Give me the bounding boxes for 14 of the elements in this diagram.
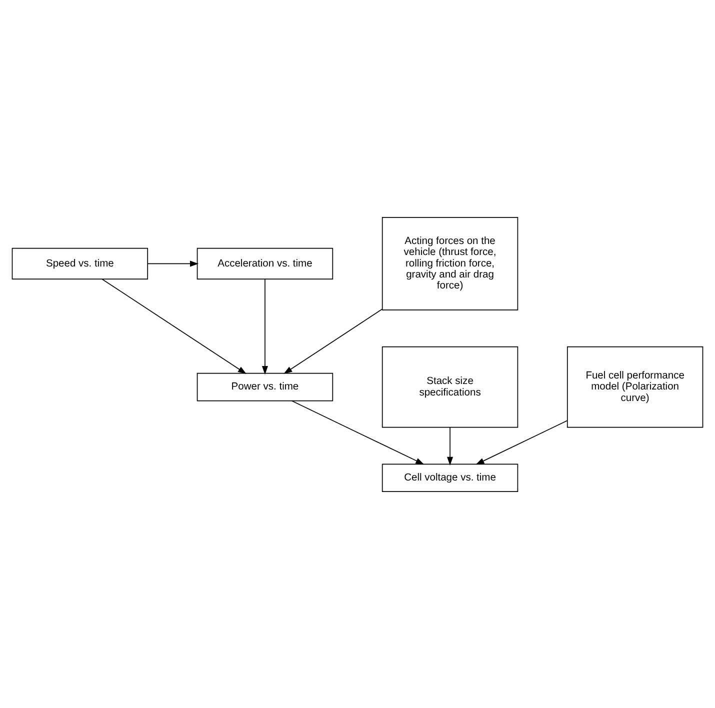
- arrow: [147, 260, 199, 266]
- arrow: [102, 278, 246, 374]
- node-box: Speed vs. time: [12, 247, 148, 280]
- arrow: [284, 308, 383, 374]
- node-box: Stack size specifications: [382, 346, 518, 428]
- arrow: [291, 400, 424, 464]
- node-box: Power vs. time: [196, 372, 334, 401]
- node-box: Cell voltage vs. time: [382, 463, 518, 492]
- arrow: [262, 278, 268, 374]
- node-box: Acting forces on the vehicle (thrust force, rolling friction force, gravity and air drag force): [382, 216, 518, 310]
- node-box: Acceleration vs. time: [196, 247, 334, 280]
- arrow: [476, 420, 568, 464]
- arrow: [447, 426, 454, 465]
- node-box: Fuel cell performance model (Polarization curve): [566, 346, 704, 428]
